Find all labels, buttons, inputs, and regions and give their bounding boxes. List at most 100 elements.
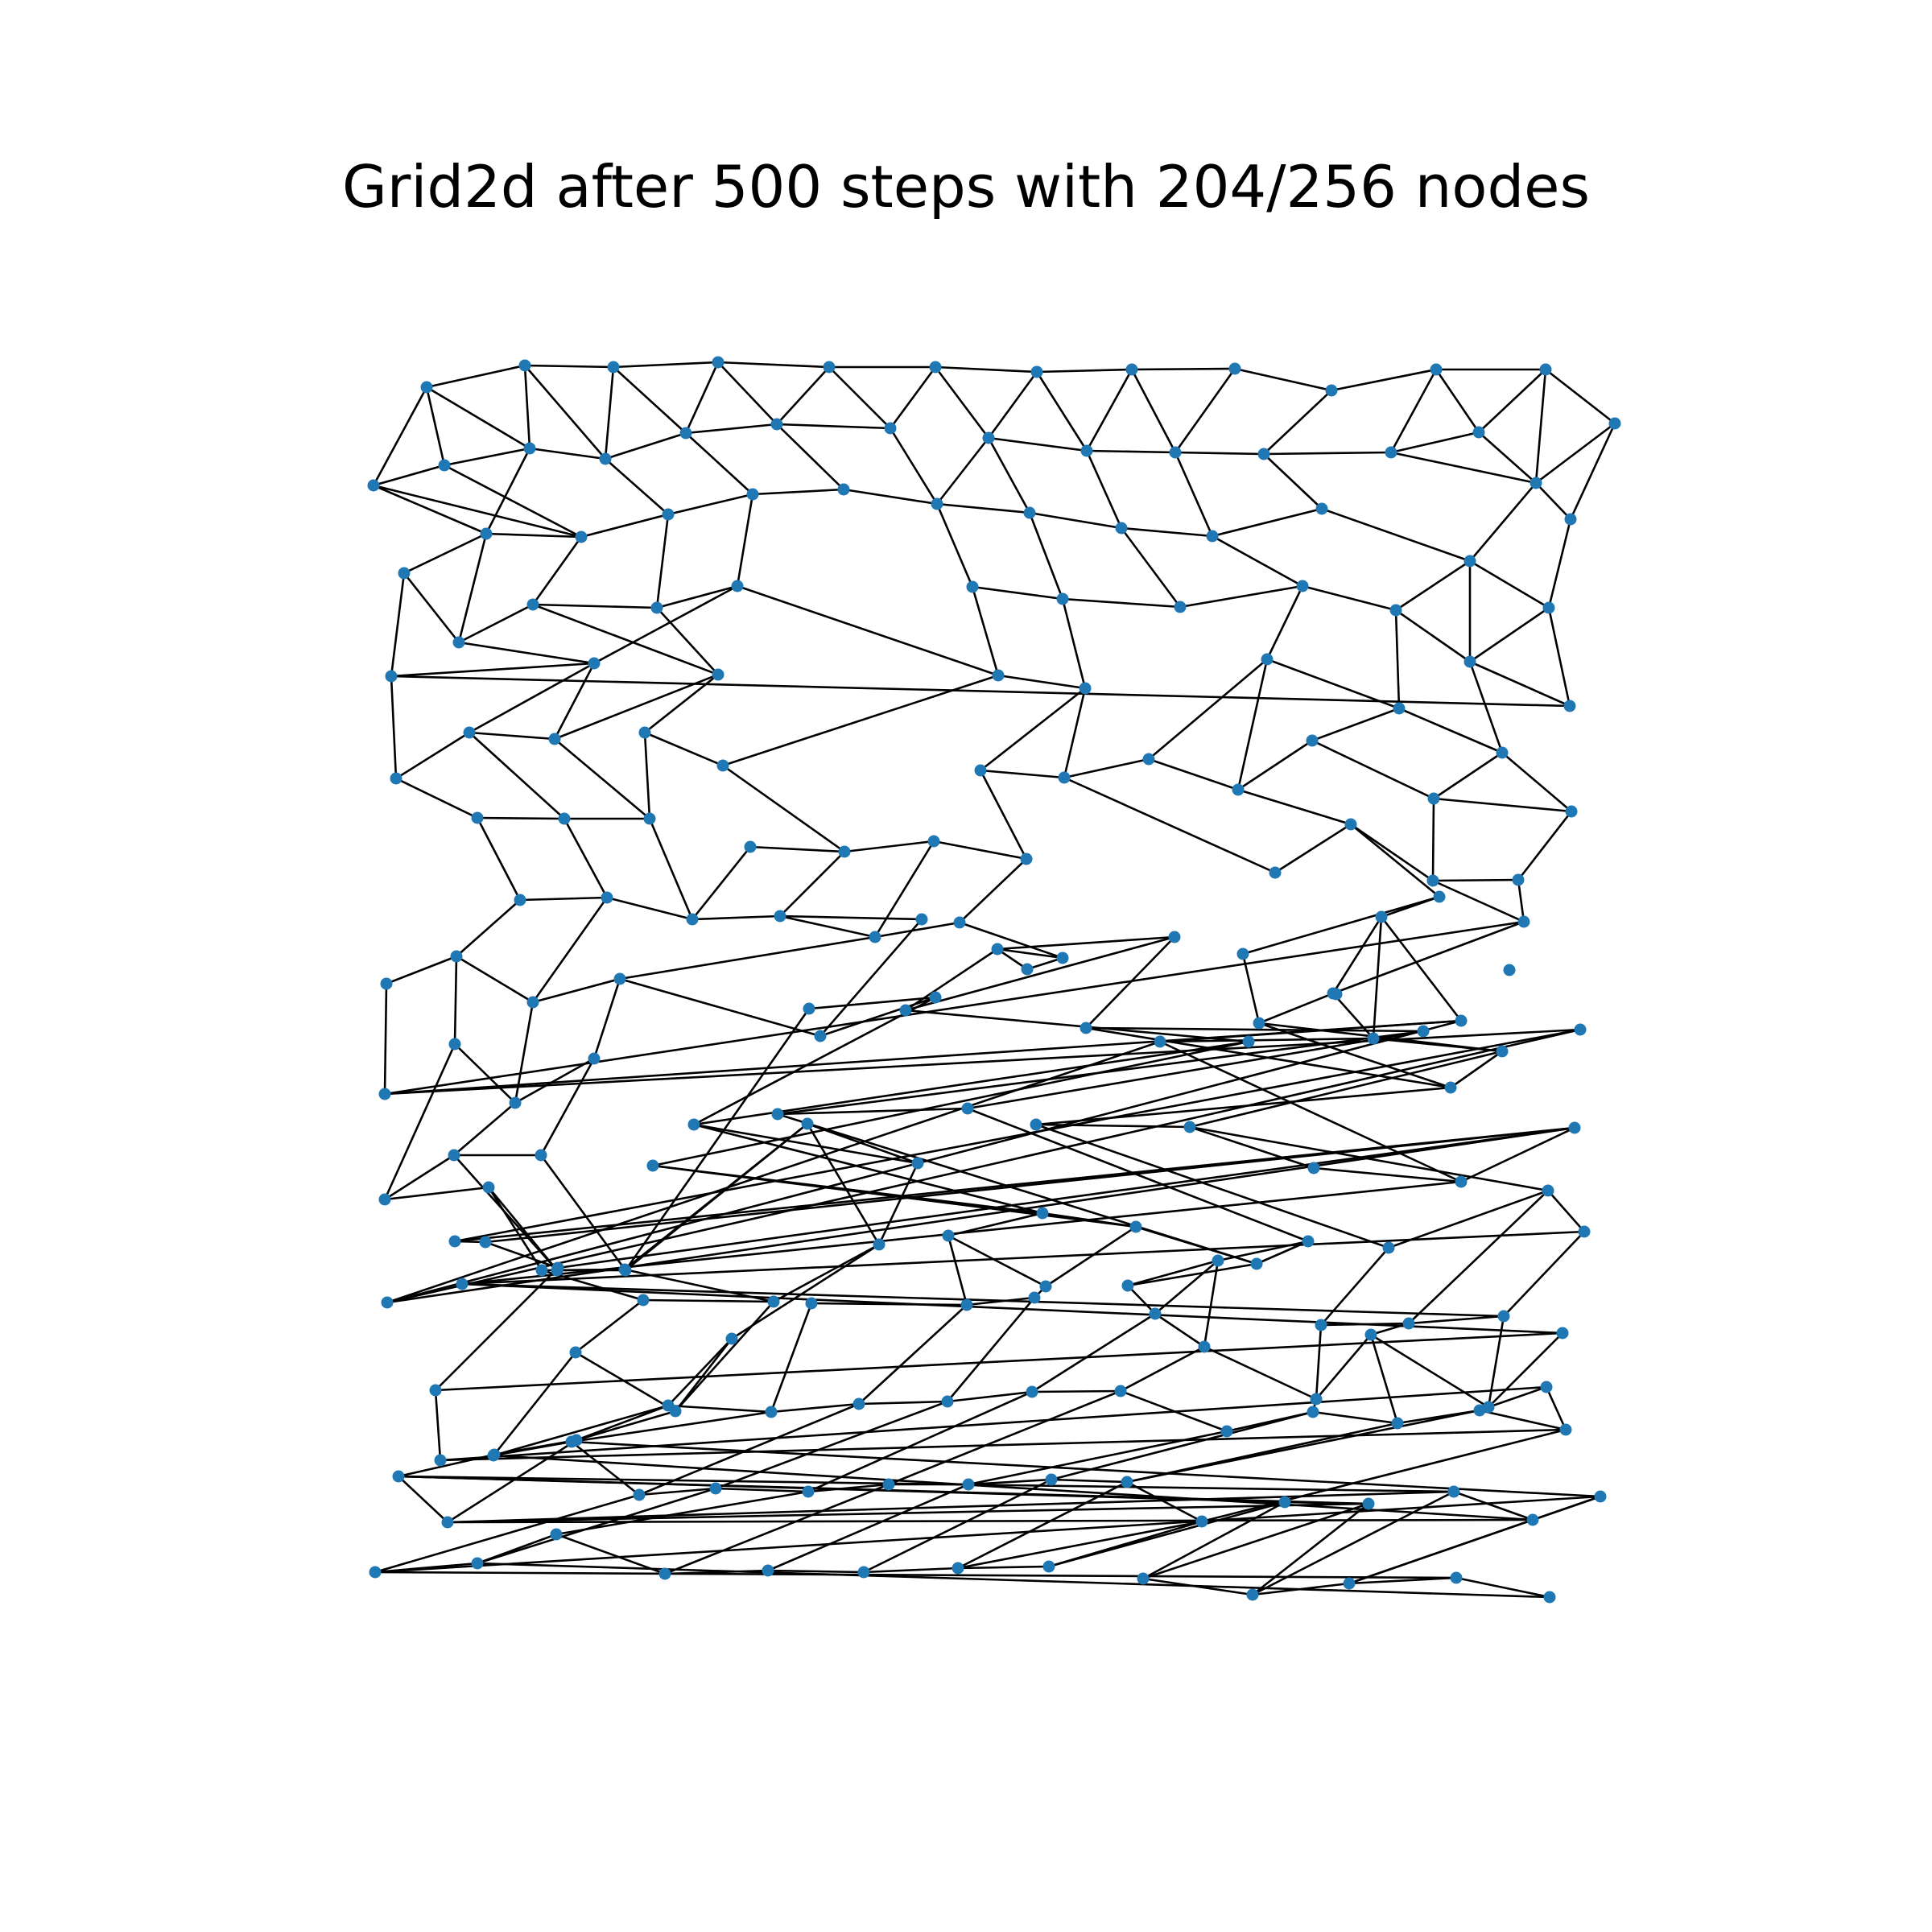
graph-node — [1042, 1560, 1055, 1573]
graph-node — [1028, 1291, 1041, 1304]
graph-edge — [1142, 1502, 1369, 1580]
graph-edge — [493, 1404, 669, 1457]
graph-edge — [1315, 1334, 1372, 1400]
graph-edge — [1085, 369, 1133, 452]
graph-edge — [808, 996, 936, 1010]
graph-edge — [532, 977, 621, 1004]
graph-edge — [776, 423, 844, 490]
graph-edge — [476, 817, 522, 901]
graph-node — [774, 910, 786, 923]
graph-node — [535, 1264, 548, 1277]
graph-node — [1278, 1496, 1291, 1509]
graph-node — [1169, 446, 1182, 459]
graph-node — [1568, 1121, 1581, 1134]
graph-node — [1039, 1280, 1052, 1293]
graph-node — [869, 931, 881, 943]
graph-node — [771, 1108, 784, 1121]
graph-edge — [1031, 1312, 1156, 1393]
graph-edge — [453, 1102, 516, 1156]
graph-edge — [1547, 518, 1572, 609]
graph-node — [1565, 805, 1578, 818]
graph-edge — [863, 1567, 959, 1574]
graph-edge — [858, 1400, 948, 1406]
graph-edge — [767, 1483, 969, 1572]
graph-edge — [1237, 788, 1352, 826]
graph-edge — [1455, 1576, 1550, 1599]
graph-edge — [1241, 953, 1261, 1024]
graph-node — [1375, 910, 1388, 923]
graph-node — [523, 442, 536, 455]
graph-edge — [1321, 507, 1471, 563]
graph-edge — [524, 364, 614, 369]
graph-edge — [447, 1439, 577, 1524]
graph-node — [1539, 363, 1552, 376]
graph-node — [638, 726, 651, 739]
graph-edge — [1252, 1582, 1350, 1596]
graph-edges — [372, 361, 1616, 1599]
graph-node — [1430, 363, 1443, 376]
graph-node — [637, 1294, 650, 1307]
graph-edge — [1432, 879, 1525, 923]
graph-node — [1030, 365, 1043, 378]
graph-edge — [1051, 1478, 1128, 1484]
graph-node — [558, 812, 571, 825]
graph-edge — [947, 1234, 1046, 1288]
graph-node — [471, 1557, 484, 1570]
graph-edge — [1263, 451, 1392, 456]
graph-edge — [493, 1454, 1534, 1521]
graph-edge — [1126, 1409, 1480, 1484]
graph-edge — [1373, 1037, 1503, 1053]
graph-node — [1115, 522, 1128, 535]
graph-edge — [1026, 956, 1063, 971]
graph-edge — [487, 1187, 559, 1271]
graph-edge — [532, 603, 658, 609]
graph-node — [480, 527, 493, 540]
graph-node — [463, 726, 476, 739]
graph-node — [731, 580, 744, 592]
graph-edge — [403, 532, 487, 575]
graph-edge — [1237, 739, 1313, 791]
graph-node — [599, 452, 612, 465]
graph-edge — [390, 572, 406, 677]
graph-edge — [485, 1126, 1575, 1244]
graph-edge — [736, 493, 754, 587]
graph-edge — [1487, 1315, 1505, 1408]
graph-edge — [1478, 431, 1537, 484]
graph-edge — [770, 1402, 860, 1414]
graph-node — [1472, 426, 1485, 439]
graph-node — [852, 1397, 865, 1410]
graph-node — [1362, 1497, 1375, 1510]
graph-node — [1343, 1577, 1356, 1590]
graph-edge — [1372, 916, 1383, 1039]
graph-node — [1168, 931, 1181, 943]
graph-edge — [979, 770, 1028, 860]
graph-edge — [947, 1235, 968, 1306]
graph-node — [1540, 1381, 1553, 1393]
graph-edge — [1394, 609, 1401, 709]
graph-edge — [426, 364, 526, 389]
graph-edge — [1369, 1334, 1399, 1424]
graph-edge — [1390, 451, 1537, 485]
graph-node — [952, 1562, 964, 1575]
graph-edge — [539, 1058, 596, 1156]
graph-node — [992, 669, 1005, 682]
graph-edge — [877, 1162, 919, 1245]
graph-edge — [571, 1410, 772, 1443]
graph-edge — [571, 1440, 640, 1496]
graph-edge — [1203, 1260, 1220, 1348]
graph-edge — [613, 361, 719, 369]
graph-edge — [1120, 1389, 1228, 1433]
graph-edge — [749, 845, 845, 853]
graph-edge — [1127, 1262, 1257, 1287]
graph-node — [509, 1096, 522, 1109]
graph-edge — [1545, 1386, 1567, 1430]
graph-edge — [731, 1243, 880, 1340]
graph-node — [518, 359, 531, 372]
graph-edge — [485, 532, 582, 539]
graph-edge — [554, 673, 719, 741]
graph-edge — [1302, 584, 1397, 612]
graph-node — [838, 845, 851, 858]
graph-edge — [1127, 1259, 1219, 1287]
graph-edge — [667, 493, 753, 516]
graph-edge — [777, 1030, 1424, 1116]
